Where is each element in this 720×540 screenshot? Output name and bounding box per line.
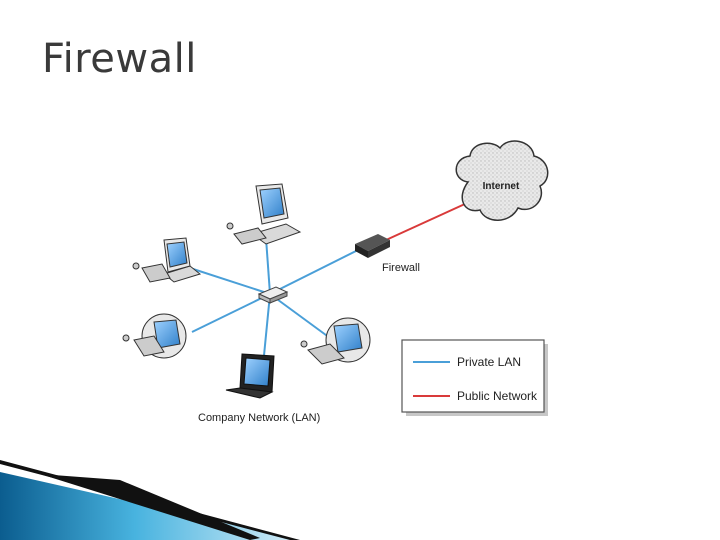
link-hub-to-imac-right <box>269 293 331 339</box>
imac-computer-left <box>122 313 187 359</box>
link-hub-to-desktop-left <box>189 267 271 295</box>
desktop-computer-left <box>132 237 202 283</box>
imac-computer-right <box>300 317 371 365</box>
legend-label-private-lan: Private LAN <box>457 355 521 369</box>
firewall-label: Firewall <box>382 262 420 274</box>
company-network-label: Company Network (LAN) <box>198 412 320 424</box>
laptop-computer <box>225 353 275 399</box>
internet-cloud: Internet <box>455 140 549 221</box>
legend-label-public-network: Public Network <box>457 389 538 403</box>
link-hub-to-firewall <box>269 247 363 295</box>
private-lan-links <box>189 237 363 377</box>
bottom-decoration <box>0 460 300 540</box>
link-hub-to-desktop-top <box>265 237 271 295</box>
slide-title: Firewall <box>42 36 197 82</box>
link-hub-to-imac-left <box>191 293 271 333</box>
internet-label: Internet <box>483 181 520 192</box>
link-firewall-to-internet <box>385 197 479 241</box>
desktop-computer-top <box>226 183 302 245</box>
legend: Private LAN Public Network <box>401 339 548 416</box>
hub-switch <box>257 286 289 304</box>
firewall-device: Firewall <box>355 234 420 274</box>
